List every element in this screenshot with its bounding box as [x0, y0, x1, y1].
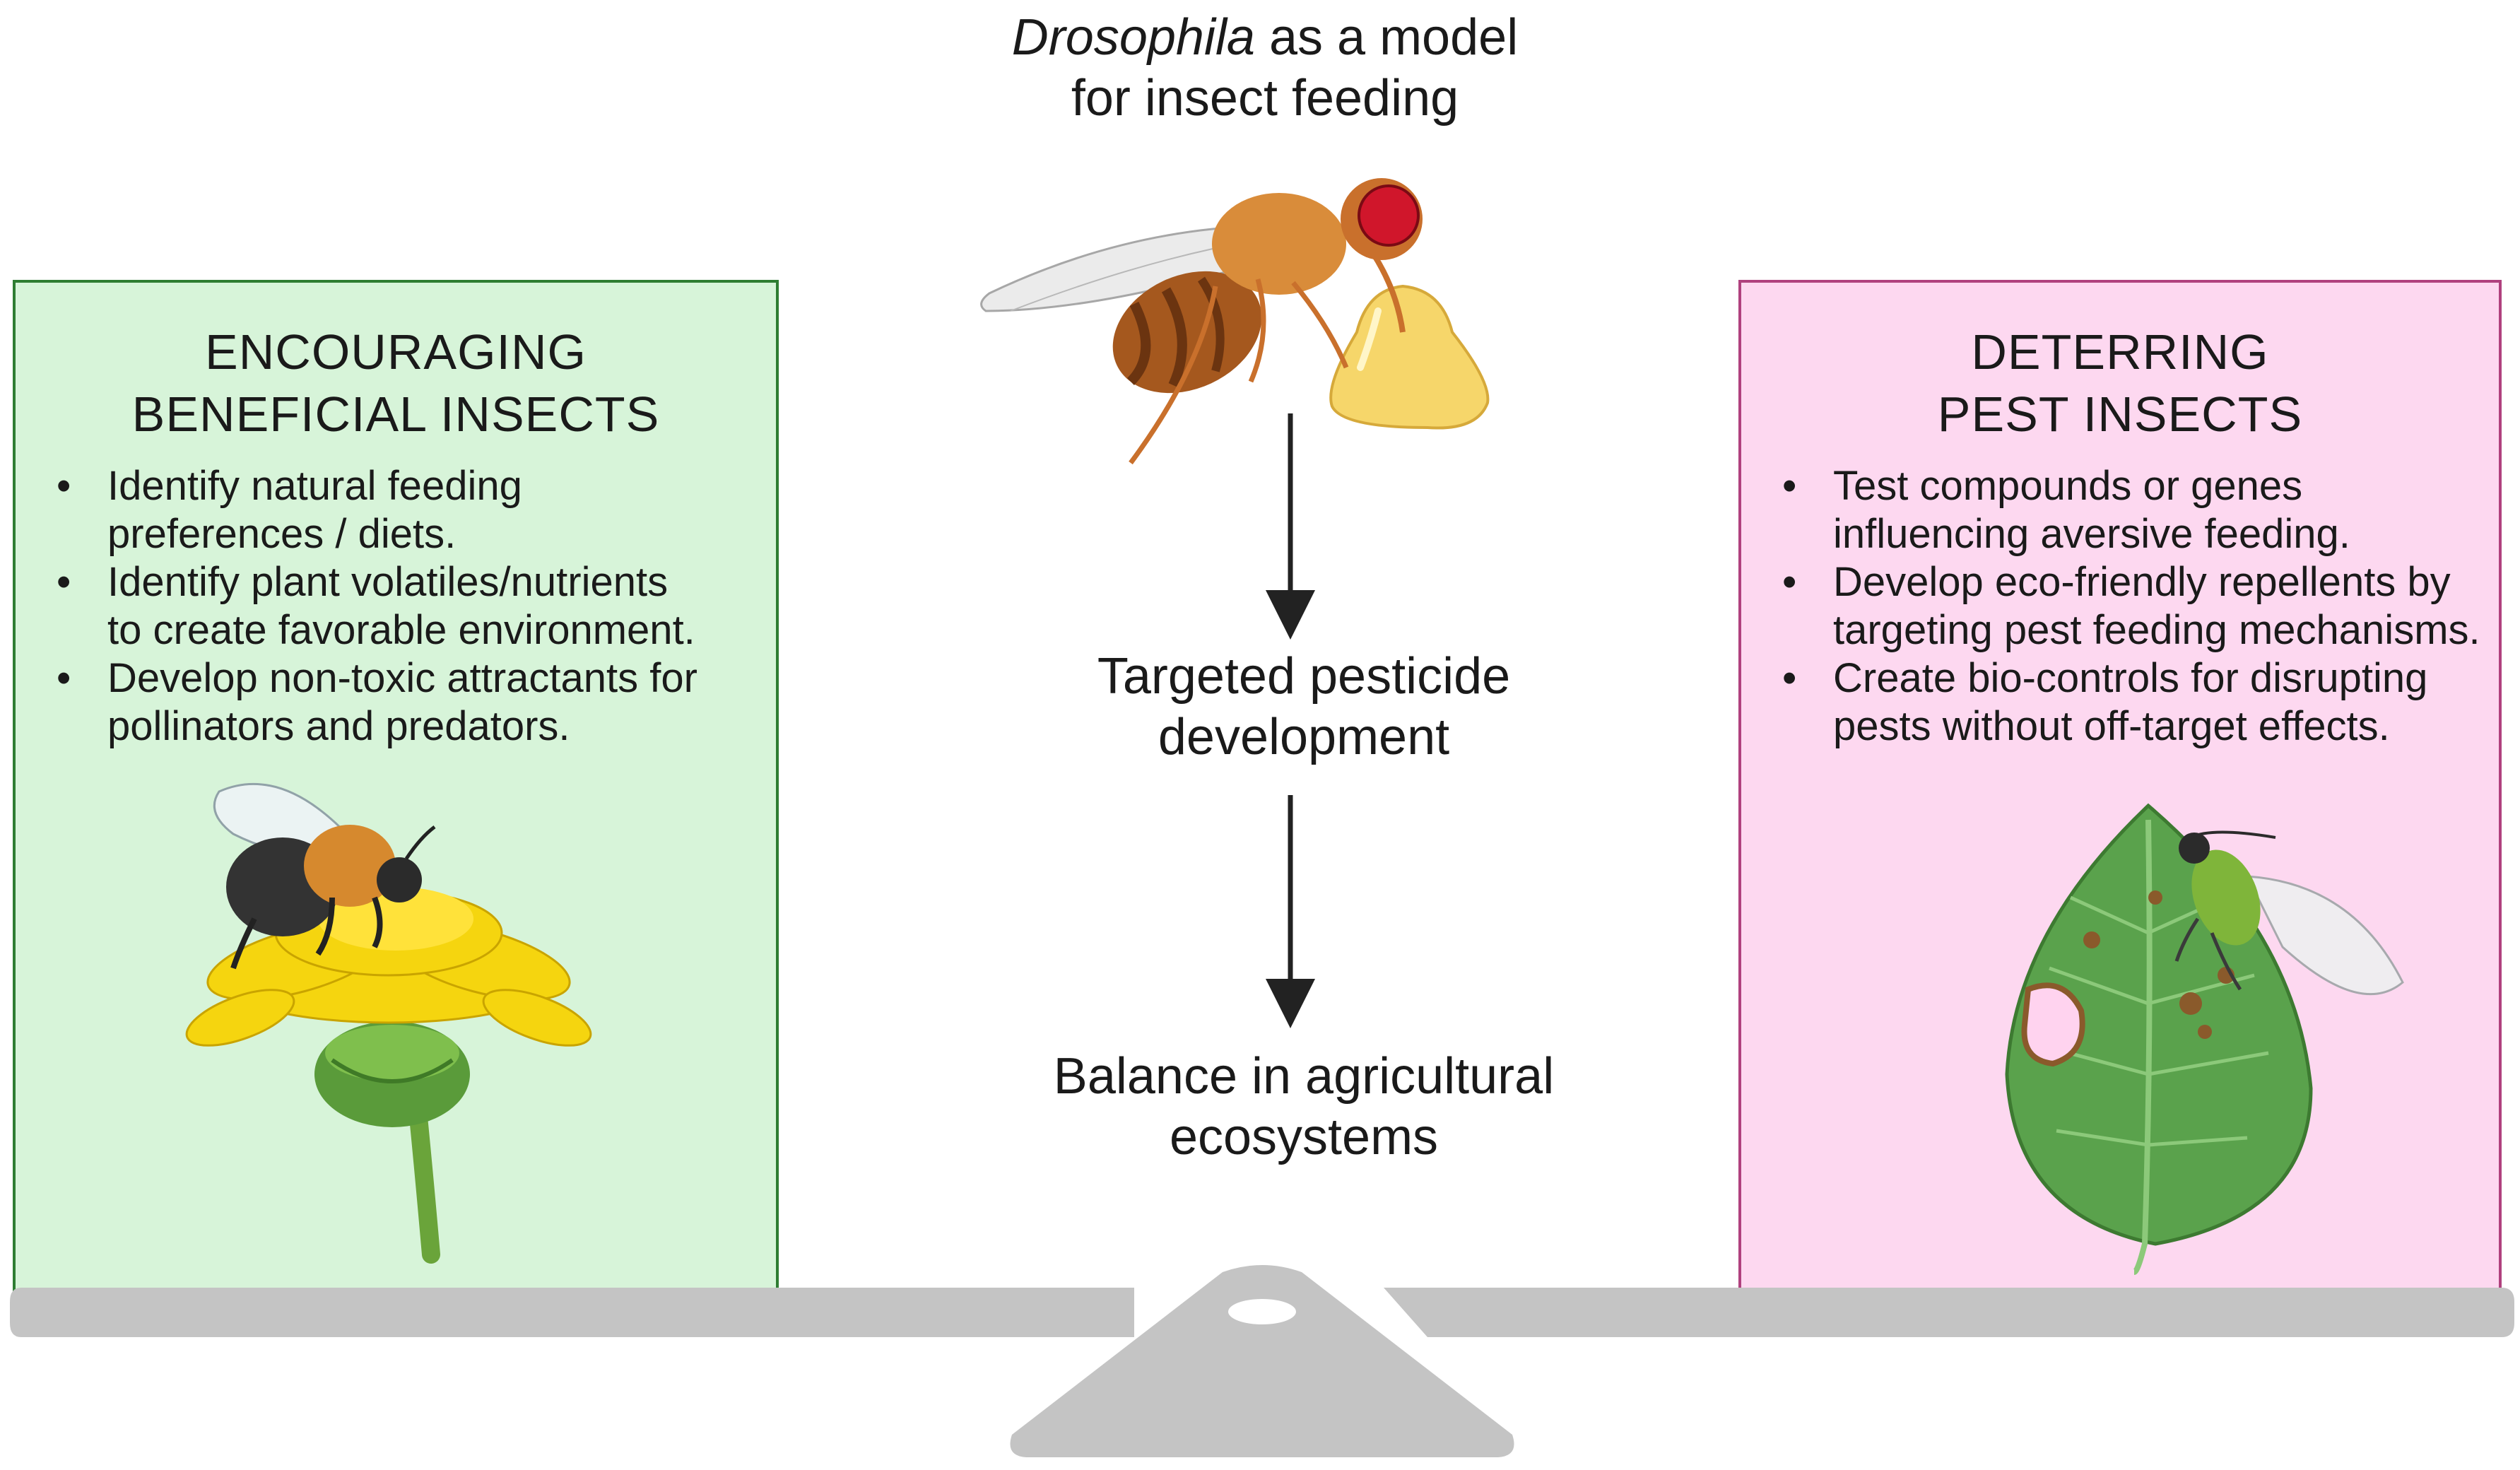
- title-rest: as a model: [1254, 9, 1519, 66]
- diagram-title: Drosophila as a model for insect feeding: [883, 7, 1647, 129]
- right-panel-heading: DETERRING PEST INSECTS: [1937, 324, 2303, 442]
- damaged-leaf-icon: [2005, 803, 2313, 1275]
- list-item: Develop eco-friendly repellents bytarget…: [1777, 558, 2483, 654]
- list-item: Create bio-controls for disruptingpests …: [1777, 654, 2483, 751]
- left-panel-heading: ENCOURAGING BENEFICIAL INSECTS: [131, 324, 660, 442]
- drosophila-fly-icon: [980, 178, 1423, 465]
- balance-scale-icon: [10, 1265, 2514, 1457]
- list-item: Develop non-toxic attractants forpollina…: [51, 654, 758, 751]
- bumblebee-icon: [213, 782, 436, 970]
- food-drop-icon: [1329, 284, 1490, 430]
- encouraging-beneficial-panel: ENCOURAGING BENEFICIAL INSECTS Identify …: [13, 280, 779, 1298]
- targeted-pesticide-label: Targeted pesticide development: [1097, 648, 1511, 765]
- balance-ecosystems-label: Balance in agricultural ecosystems: [1053, 1048, 1555, 1165]
- deterring-pest-panel: DETERRING PEST INSECTS Test compounds or…: [1738, 280, 2502, 1298]
- aphid-pest-icon: [2174, 830, 2404, 996]
- title-italic: Drosophila: [1011, 9, 1255, 66]
- title-line-2: for insect feeding: [1071, 70, 1459, 127]
